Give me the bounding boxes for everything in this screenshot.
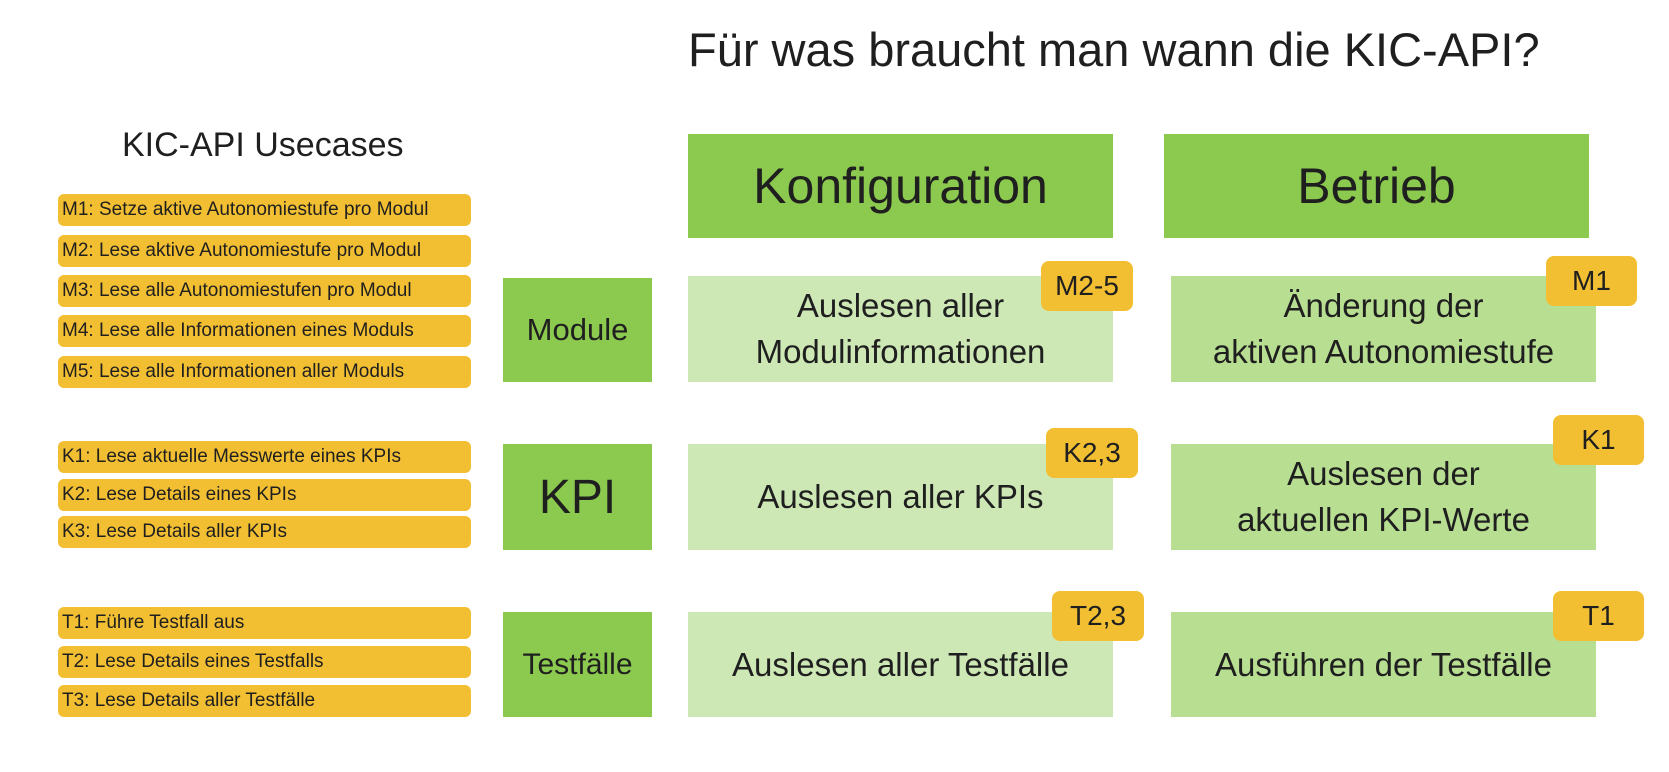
badge-kpi-betrieb: K1 xyxy=(1553,415,1644,465)
usecase-t1: T1: Führe Testfall aus xyxy=(58,607,471,639)
badge-kpi-konfiguration: K2,3 xyxy=(1046,428,1138,478)
badge-module-konfiguration: M2-5 xyxy=(1041,261,1133,311)
badge-testfaelle-konfiguration: T2,3 xyxy=(1052,591,1144,641)
cell-testfaelle-betrieb: Ausführen der Testfälle xyxy=(1171,612,1596,717)
badge-module-betrieb: M1 xyxy=(1546,256,1637,306)
usecase-m1: M1: Setze aktive Autonomiestufe pro Modu… xyxy=(58,194,471,226)
cell-testfaelle-konfiguration: Auslesen aller Testfälle xyxy=(688,612,1113,717)
usecases-heading: KIC-API Usecases xyxy=(122,126,404,164)
usecase-k2: K2: Lese Details eines KPIs xyxy=(58,479,471,511)
cell-kpi-betrieb: Auslesen der aktuellen KPI-Werte xyxy=(1171,444,1596,550)
column-header-betrieb: Betrieb xyxy=(1164,134,1589,238)
row-label-testfaelle: Testfälle xyxy=(503,612,652,717)
cell-kpi-betrieb-text: Auslesen der aktuellen KPI-Werte xyxy=(1237,455,1530,538)
cell-testfaelle-konfiguration-text: Auslesen aller Testfälle xyxy=(732,645,1069,683)
usecase-m5: M5: Lese alle Informationen aller Moduls xyxy=(58,356,471,388)
usecase-t2: T2: Lese Details eines Testfalls xyxy=(58,646,471,678)
row-label-kpi: KPI xyxy=(503,444,652,550)
cell-module-betrieb-text: Änderung der aktiven Autonomiestufe xyxy=(1212,287,1555,370)
usecase-m4: M4: Lese alle Informationen eines Moduls xyxy=(58,315,471,347)
cell-module-betrieb: Änderung der aktiven Autonomiestufe xyxy=(1171,276,1596,382)
page-title: Für was braucht man wann die KIC-API? xyxy=(688,23,1540,76)
column-header-konfiguration: Konfiguration xyxy=(688,134,1113,238)
badge-testfaelle-betrieb: T1 xyxy=(1553,591,1644,641)
usecase-k3: K3: Lese Details aller KPIs xyxy=(58,516,471,548)
cell-kpi-konfiguration-text: Auslesen aller KPIs xyxy=(757,478,1044,515)
usecase-k1: K1: Lese aktuelle Messwerte eines KPIs xyxy=(58,441,471,473)
row-label-module: Module xyxy=(503,278,652,382)
cell-module-konfiguration-text: Auslesen aller Modulinformationen xyxy=(755,287,1046,370)
cell-testfaelle-betrieb-text: Ausführen der Testfälle xyxy=(1215,645,1552,683)
usecase-m2: M2: Lese aktive Autonomiestufe pro Modul xyxy=(58,235,471,267)
usecase-m3: M3: Lese alle Autonomiestufen pro Modul xyxy=(58,275,471,307)
cell-kpi-konfiguration: Auslesen aller KPIs xyxy=(688,444,1113,550)
usecase-t3: T3: Lese Details aller Testfälle xyxy=(58,685,471,717)
